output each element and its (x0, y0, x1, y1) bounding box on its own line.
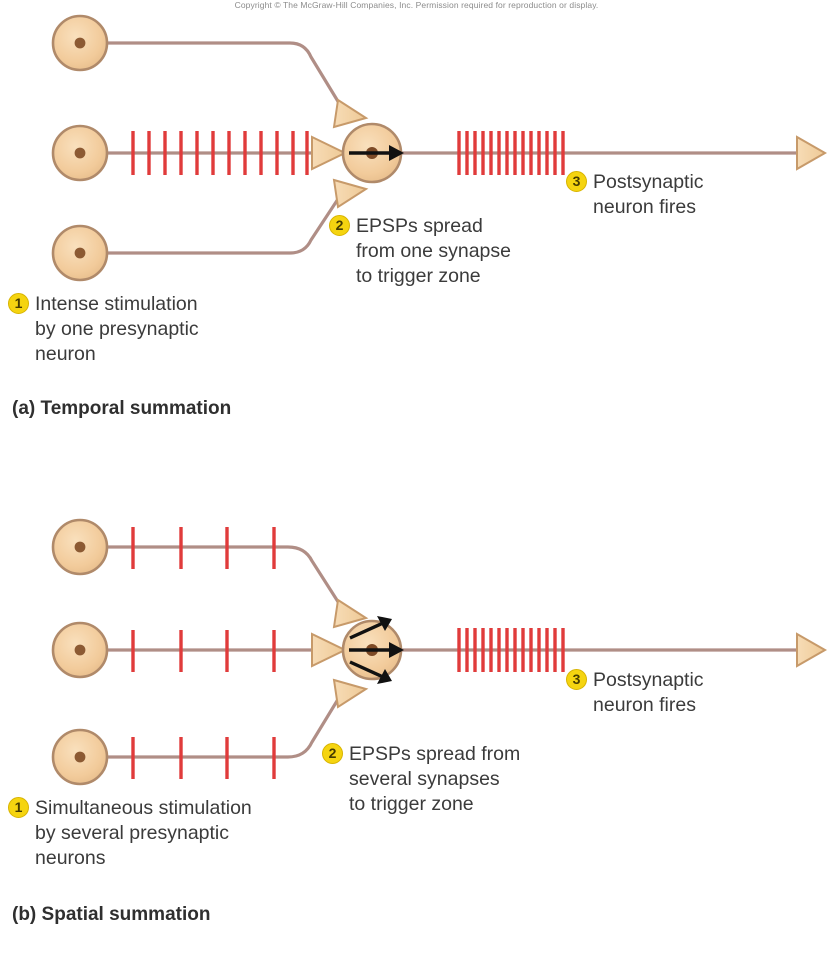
epsp-arrow (349, 145, 404, 161)
epsp-arrows (349, 616, 404, 684)
callout-text: Postsynaptic neuron fires (593, 669, 704, 716)
spike-train (131, 131, 309, 175)
spike-train (131, 630, 276, 672)
nucleus (74, 247, 86, 259)
synaptic-terminal-icon (311, 632, 348, 668)
bottom-presynaptic-neuron-a (51, 178, 369, 282)
axon-terminal-icon (796, 135, 828, 171)
callout-a-2: 2 EPSPs spread from one synapse to trigg… (329, 214, 579, 289)
middle-presynaptic-neuron-a (51, 124, 348, 182)
postsynaptic-neuron-a (341, 122, 828, 184)
panel-caption-spatial: (b) Spatial summation (12, 904, 211, 925)
axon-line (107, 545, 344, 609)
synaptic-terminal-icon (332, 598, 369, 629)
callout-a-1: 1 Intense stimulation by one presynaptic… (8, 292, 288, 367)
axon-line (107, 695, 342, 759)
top-presynaptic-neuron-b (51, 518, 369, 629)
axon-line (107, 41, 344, 109)
callout-text: EPSPs spread from several synapses to tr… (349, 743, 521, 815)
callout-b-3: 3 Postsynaptic neuron fires (566, 668, 806, 718)
panel-temporal-summation (51, 14, 828, 282)
callout-badge: 1 (8, 797, 29, 818)
nucleus (74, 37, 86, 49)
callout-text: Postsynaptic neuron fires (593, 171, 704, 218)
callout-badge: 2 (329, 215, 350, 236)
callout-badge: 2 (322, 743, 343, 764)
callout-text: Intense stimulation by one presynaptic n… (35, 293, 199, 365)
nucleus (74, 644, 86, 656)
nucleus (74, 147, 86, 159)
callout-text: Simultaneous stimulation by several pres… (35, 797, 252, 869)
nucleus (74, 541, 86, 553)
spike-train (131, 737, 276, 779)
spike-train (131, 527, 276, 569)
output-spike-train (457, 131, 565, 175)
top-presynaptic-neuron-a (51, 14, 369, 129)
callout-a-3: 3 Postsynaptic neuron fires (566, 170, 806, 220)
nucleus (74, 751, 86, 763)
callout-badge: 3 (566, 669, 587, 690)
middle-presynaptic-neuron-b (51, 621, 348, 679)
copyright-notice: Copyright © The McGraw-Hill Companies, I… (234, 0, 599, 10)
postsynaptic-neuron-b (341, 616, 828, 684)
callout-text: EPSPs spread from one synapse to trigger… (356, 215, 512, 287)
callout-badge: 3 (566, 171, 587, 192)
callout-b-2: 2 EPSPs spread from several synapses to … (322, 742, 602, 817)
callout-badge: 1 (8, 293, 29, 314)
synaptic-terminal-icon (311, 135, 348, 171)
synaptic-terminal-icon (332, 98, 369, 129)
synaptic-terminal-icon (332, 178, 369, 209)
bottom-presynaptic-neuron-b (51, 678, 369, 786)
callout-b-1: 1 Simultaneous stimulation by several pr… (8, 796, 338, 871)
output-spike-train (457, 628, 565, 672)
panel-spatial-summation (51, 518, 828, 786)
axon-terminal-icon (796, 632, 828, 668)
synaptic-terminal-icon (332, 678, 369, 709)
axon-line (107, 195, 342, 255)
panel-caption-temporal: (a) Temporal summation (12, 398, 232, 419)
